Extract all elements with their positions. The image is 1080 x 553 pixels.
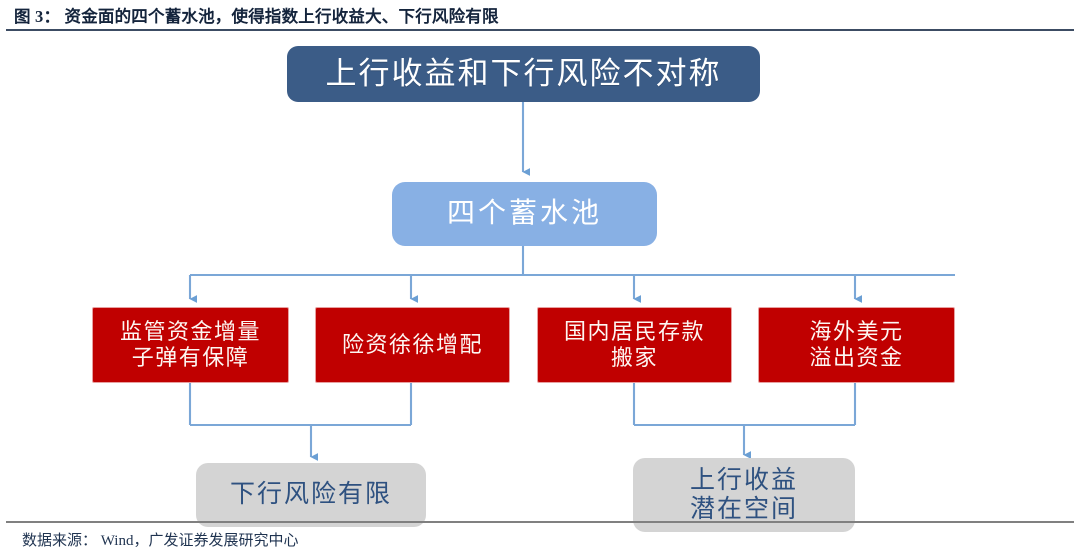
edge-pool-to-reservoirs (188, 245, 955, 303)
footer-divider (6, 521, 1074, 523)
node-offshore-usd[interactable]: 海外美元 溢出资金 (758, 307, 955, 383)
node-limited-downside[interactable]: 下行风险有限 (196, 463, 426, 527)
figure-header: 图 3： 资金面的四个蓄水池，使得指数上行收益大、下行风险有限 (0, 0, 1080, 31)
connector-layer (188, 101, 955, 461)
node-four-reservoirs[interactable]: 四个蓄水池 (392, 182, 657, 246)
edge-reservoirs-to-limited-downside (188, 383, 413, 461)
figure-caption: 图 3： 资金面的四个蓄水池，使得指数上行收益大、下行风险有限 (14, 7, 499, 26)
source-note: 数据来源： Wind，广发证券发展研究中心 (22, 533, 299, 549)
edge-reservoirs-to-upside-potential (632, 383, 857, 459)
node-regulatory-funds[interactable]: 监管资金增量 子弹有保障 (92, 307, 289, 383)
node-insurance-capital[interactable]: 险资徐徐增配 (315, 307, 510, 383)
node-household-deposits[interactable]: 国内居民存款 搬家 (537, 307, 732, 383)
node-upside-potential[interactable]: 上行收益 潜在空间 (633, 458, 855, 532)
header-divider (6, 29, 1074, 31)
flowchart-canvas: 上行收益和下行风险不对称 四个蓄水池 监管资金增量 子弹有保障 险资徐徐增配 国… (0, 31, 1080, 532)
node-asymmetry[interactable]: 上行收益和下行风险不对称 (287, 46, 760, 102)
